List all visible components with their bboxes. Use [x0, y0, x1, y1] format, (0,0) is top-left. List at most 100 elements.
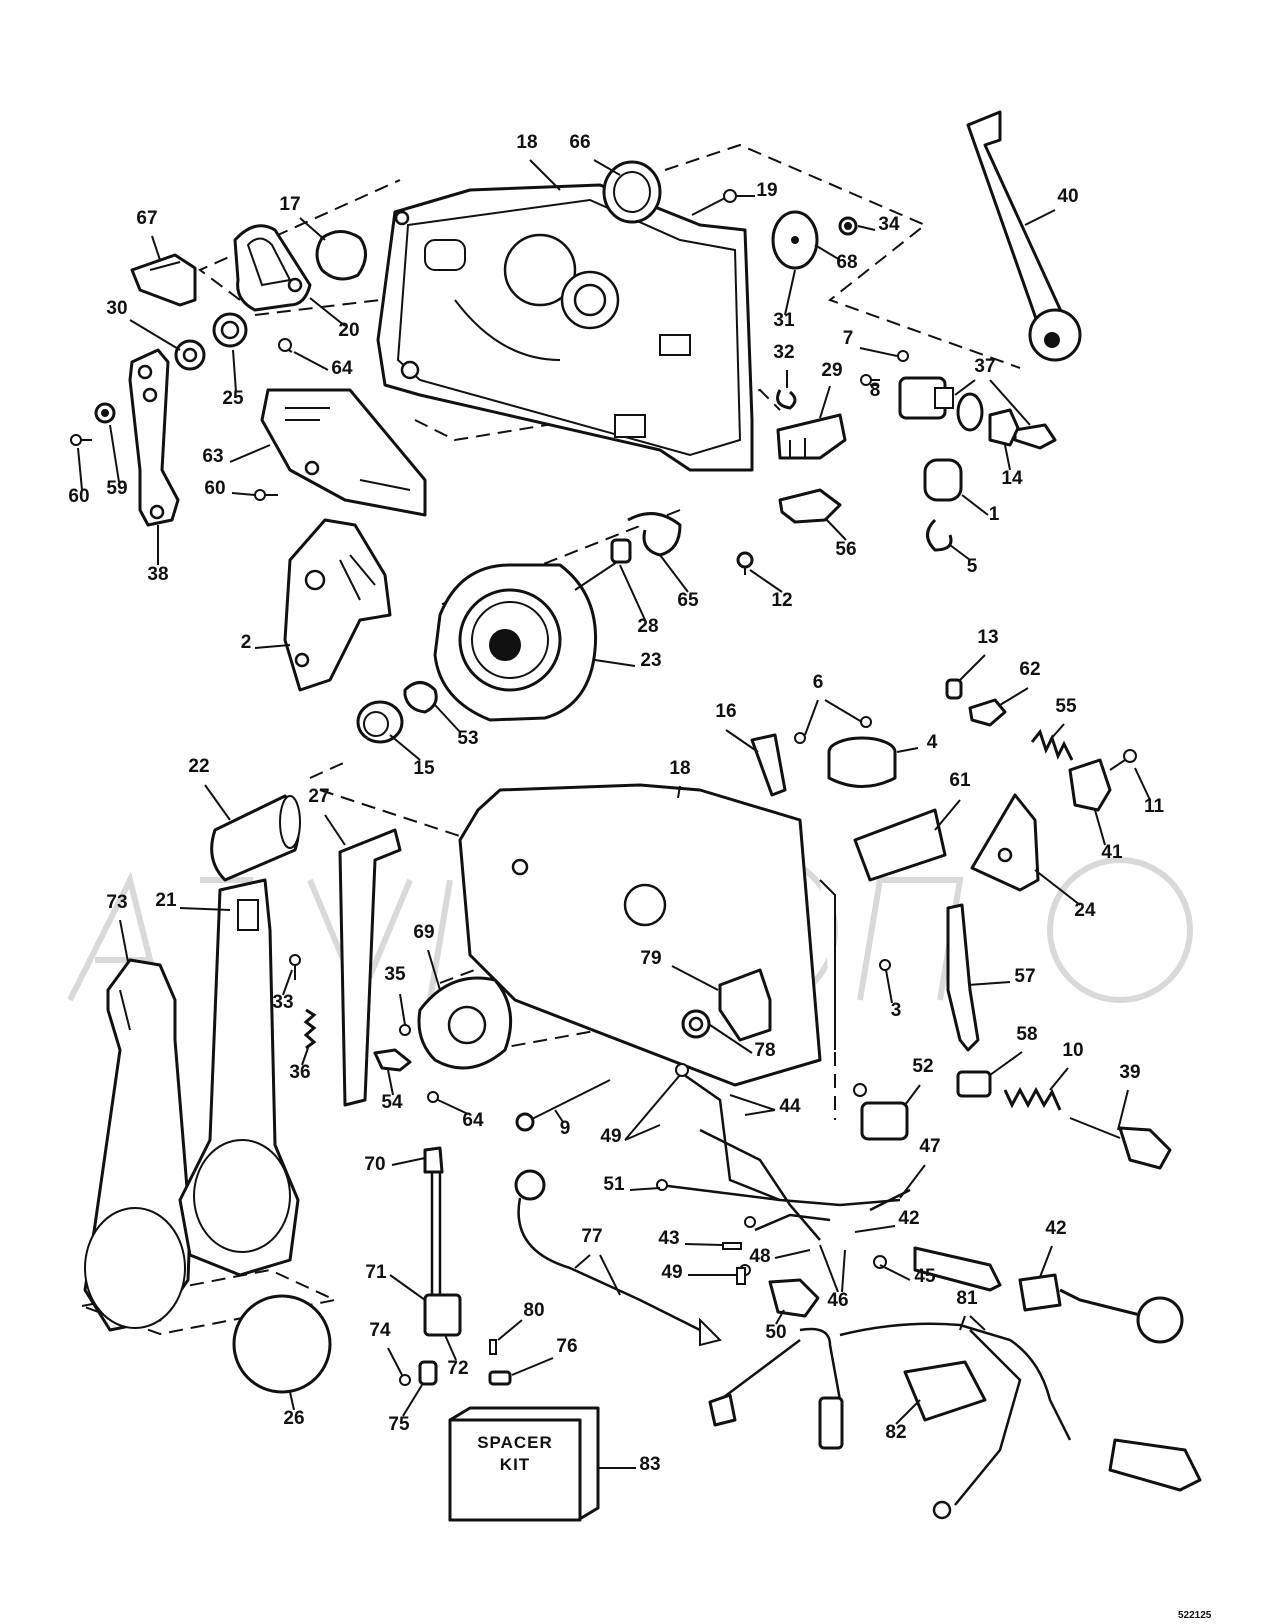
screw-35[interactable]	[399, 1024, 411, 1036]
bushing-15[interactable]	[356, 700, 404, 744]
washer-25[interactable]	[212, 312, 248, 348]
boot-82[interactable]	[903, 1360, 987, 1422]
screw-74[interactable]	[399, 1374, 411, 1386]
callout-56: 56	[835, 539, 856, 560]
gasket-17[interactable]	[315, 230, 367, 281]
lockout-29[interactable]	[776, 413, 847, 460]
cylinder-22[interactable]	[210, 794, 301, 882]
cover-disc-26[interactable]	[232, 1294, 332, 1394]
bracket-67[interactable]	[130, 253, 197, 307]
boot-1[interactable]	[923, 458, 963, 502]
grommet-66[interactable]	[602, 160, 662, 224]
callout-44: 44	[779, 1096, 801, 1117]
ring-65[interactable]	[627, 512, 682, 557]
terminal-43[interactable]	[722, 1242, 742, 1250]
connector-42-right[interactable]	[1018, 1273, 1184, 1344]
screw-60-left[interactable]	[70, 434, 92, 446]
callout-49: 49	[600, 1126, 621, 1147]
screw-60-right[interactable]	[254, 489, 278, 501]
callout-39: 39	[1119, 1062, 1140, 1083]
clip-32[interactable]	[776, 389, 797, 410]
callout-72: 72	[447, 1358, 468, 1379]
handle-21[interactable]	[178, 878, 300, 1277]
throttle-arm-2[interactable]	[283, 518, 392, 692]
battery-cables-81[interactable]	[708, 1322, 1202, 1520]
callout-25: 25	[222, 388, 244, 409]
bracket-56[interactable]	[778, 488, 842, 524]
bracket-16[interactable]	[750, 733, 787, 797]
connector-71[interactable]	[423, 1293, 462, 1337]
spring-36[interactable]	[303, 1008, 317, 1050]
callout-13: 13	[977, 627, 998, 648]
washer-59[interactable]	[94, 402, 116, 424]
control-arm-38[interactable]	[128, 348, 180, 527]
screw-8[interactable]	[860, 374, 880, 386]
callout-80: 80	[523, 1300, 544, 1321]
callout-49: 49	[661, 1262, 682, 1283]
callout-61: 61	[949, 770, 971, 791]
screw-33[interactable]	[289, 954, 301, 980]
plug-76[interactable]	[488, 1370, 512, 1386]
screw-6-a[interactable]	[794, 732, 806, 744]
callout-71: 71	[365, 1262, 387, 1283]
spring-clip-5[interactable]	[926, 518, 953, 552]
screw-11[interactable]	[1109, 749, 1137, 771]
bolt-28[interactable]	[574, 538, 632, 591]
nut-30[interactable]	[174, 339, 206, 371]
plunger-39[interactable]	[1069, 1117, 1172, 1170]
disc-31[interactable]	[771, 210, 819, 270]
long-screw-9[interactable]	[515, 1079, 611, 1132]
pin-80[interactable]	[489, 1339, 497, 1355]
cap-75[interactable]	[418, 1360, 438, 1386]
switch-52[interactable]	[853, 1083, 909, 1141]
screw-64-upper[interactable]	[278, 338, 293, 353]
callout-83: 83	[639, 1454, 660, 1475]
spacer-kit-label-line2: KIT	[500, 1455, 530, 1474]
handle-73[interactable]	[83, 958, 192, 1332]
plug-13[interactable]	[945, 678, 963, 700]
lever-arm-40[interactable]	[966, 110, 1082, 362]
upper-housing-18[interactable]	[376, 183, 754, 472]
callout-2: 2	[241, 632, 252, 653]
callout-29: 29	[821, 360, 842, 381]
clamp-54[interactable]	[373, 1048, 412, 1072]
screw-3[interactable]	[879, 959, 891, 971]
lanyard-77[interactable]	[514, 1169, 722, 1347]
tape-61[interactable]	[853, 808, 947, 882]
slide-27[interactable]	[338, 828, 402, 1107]
callout-38: 38	[147, 564, 168, 585]
plug-70[interactable]	[423, 1146, 444, 1174]
terminal-49[interactable]	[736, 1267, 746, 1285]
screw-12[interactable]	[736, 551, 754, 575]
callout-77: 77	[581, 1226, 602, 1247]
block-58[interactable]	[956, 1070, 992, 1098]
lower-cover-18[interactable]	[458, 783, 836, 1087]
callout-42: 42	[898, 1208, 919, 1229]
key-switch-37[interactable]	[898, 376, 1057, 450]
callout-59: 59	[106, 478, 127, 499]
cam-plate-20[interactable]	[233, 224, 312, 312]
connector-42-left[interactable]	[913, 1246, 1002, 1292]
fuse-holder-50[interactable]	[768, 1278, 820, 1318]
plate-24[interactable]	[970, 793, 1040, 892]
knob-62[interactable]	[968, 698, 1007, 727]
retainer-69[interactable]	[417, 976, 513, 1070]
screw-64-lower[interactable]	[427, 1091, 439, 1103]
spring-10[interactable]	[1003, 1086, 1062, 1111]
screw-19[interactable]	[691, 189, 737, 216]
gasket-53[interactable]	[403, 681, 438, 714]
cap-14[interactable]	[988, 408, 1020, 447]
screw-7[interactable]	[897, 350, 909, 362]
nut-78[interactable]	[681, 1009, 711, 1039]
gear-23[interactable]	[433, 563, 598, 722]
buzzer-4[interactable]	[827, 736, 897, 788]
lever-57[interactable]	[946, 903, 980, 1052]
screw-6-b[interactable]	[860, 716, 872, 728]
switch-41[interactable]	[1068, 758, 1112, 812]
callout-54: 54	[381, 1092, 403, 1113]
spacer-kit-box-83[interactable]: SPACER KIT	[448, 1406, 600, 1522]
decal-plate-63[interactable]	[260, 388, 427, 517]
callout-70: 70	[364, 1154, 385, 1175]
cap-79[interactable]	[718, 968, 772, 1042]
nut-34[interactable]	[838, 216, 858, 236]
